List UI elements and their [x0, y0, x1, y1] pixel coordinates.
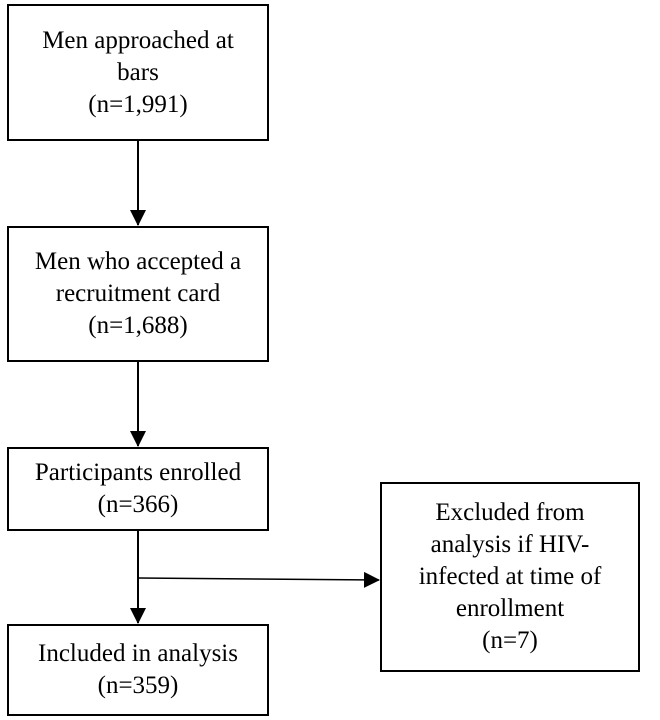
accepted-line-2: recruitment card [55, 280, 221, 307]
box-men-approached: Men approached at bars (n=1,991) [7, 4, 269, 141]
box-excluded-from-analysis: Excluded from analysis if HIV- infected … [380, 482, 640, 672]
approached-line-1: Men approached at [42, 26, 234, 54]
included-count: (n=359) [97, 672, 179, 699]
excluded-line-3: infected at time of [418, 563, 602, 590]
enrolled-line-1: Participants enrolled [34, 459, 242, 486]
box-men-accepted-card: Men who accepted a recruitment card (n=1… [7, 226, 269, 362]
excluded-line-4: enrollment [455, 595, 565, 622]
included-line-1: Included in analysis [38, 640, 238, 667]
excluded-line-2: analysis if HIV- [430, 531, 590, 558]
box-participants-enrolled: Participants enrolled (n=366) [7, 447, 269, 531]
accepted-line-1: Men who accepted a [34, 248, 242, 275]
excluded-count: (n=7) [482, 627, 538, 654]
approached-line-2: bars [117, 58, 159, 86]
enrolled-count: (n=366) [97, 491, 179, 518]
excluded-line-1: Excluded from [435, 499, 585, 526]
accepted-count: (n=1,688) [88, 312, 188, 339]
arrow-to-excluded [137, 571, 380, 588]
approached-count: (n=1,991) [88, 90, 188, 118]
box-included-in-analysis: Included in analysis (n=359) [7, 624, 269, 716]
